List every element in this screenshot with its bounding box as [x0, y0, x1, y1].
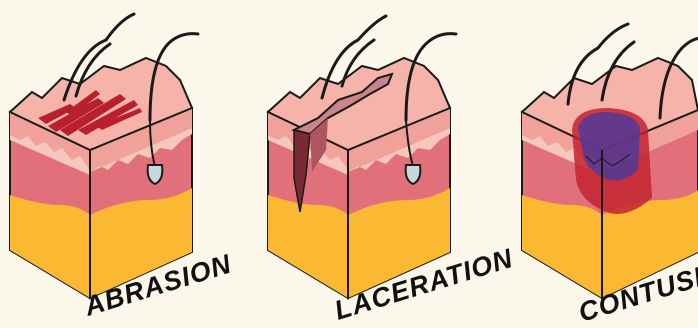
abrasion-panel: ABRASION: [10, 14, 235, 322]
contusion-panel: CONTUSION: [522, 24, 698, 328]
laceration-panel: LACERATION: [268, 16, 517, 326]
skin-block-icon: [10, 58, 192, 298]
